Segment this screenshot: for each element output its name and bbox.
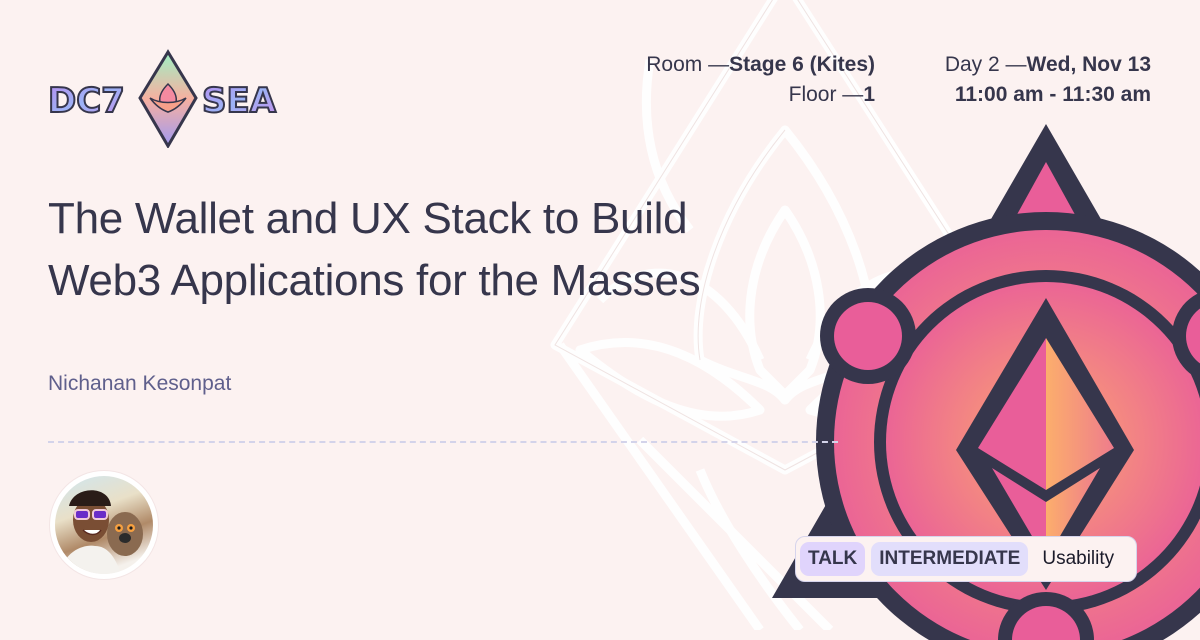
time-row: 11:00 am - 11:30 am (945, 80, 1151, 110)
floor-value: 1 (863, 83, 875, 106)
tag-type: TALK (800, 542, 866, 576)
room-row: Room —Stage 6 (Kites) (646, 50, 875, 80)
speaker-avatar (50, 471, 158, 579)
session-title: The Wallet and UX Stack to Build Web3 Ap… (48, 194, 701, 305)
location-info: Room —Stage 6 (Kites) Floor —1 (646, 50, 875, 110)
time-value: 11:00 am - 11:30 am (954, 83, 1151, 106)
day-value: Wed, Nov 13 (1026, 53, 1151, 76)
tag-level: INTERMEDIATE (871, 542, 1029, 576)
room-value: Stage 6 (Kites) (729, 53, 875, 76)
dashed-divider (48, 441, 838, 443)
logo-text-left: DC7 (48, 81, 125, 121)
tag-topic: Usability (1042, 548, 1115, 569)
floor-row: Floor —1 (646, 80, 875, 110)
schedule-info: Day 2 —Wed, Nov 13 11:00 am - 11:30 am (945, 50, 1151, 110)
logo-text-right: SEA (202, 81, 277, 121)
floor-label: Floor — (788, 83, 864, 106)
dc7-sea-logo: DC7 SEA (46, 48, 290, 149)
session-tags: TALK INTERMEDIATE Usability (795, 536, 1138, 582)
day-row: Day 2 —Wed, Nov 13 (945, 50, 1151, 80)
speaker-name: Nichanan Kesonpat (48, 372, 232, 395)
speaker-photo (55, 476, 153, 574)
room-label: Room — (646, 53, 730, 76)
day-label: Day 2 — (944, 53, 1027, 76)
